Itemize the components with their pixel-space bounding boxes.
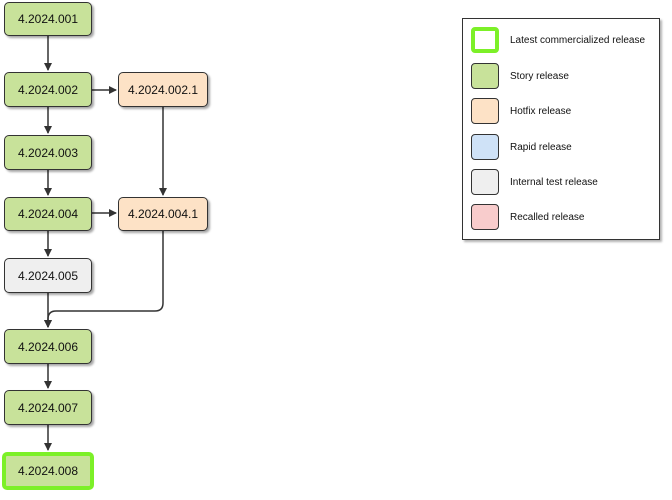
legend-item-internal: Internal test release bbox=[471, 169, 598, 195]
release-node-label: 4.2024.004 bbox=[17, 207, 79, 221]
release-node-4-2024-003[interactable]: 4.2024.003 bbox=[4, 135, 92, 170]
release-node-label: 4.2024.004.1 bbox=[127, 207, 199, 221]
release-node-4-2024-002[interactable]: 4.2024.002 bbox=[4, 72, 92, 107]
release-node-4-2024-006[interactable]: 4.2024.006 bbox=[4, 329, 92, 364]
release-node-label: 4.2024.005 bbox=[17, 268, 79, 283]
legend-swatch-story bbox=[471, 63, 499, 89]
legend: Latest commercialized release Story rele… bbox=[462, 18, 660, 240]
release-node-label: 4.2024.001 bbox=[17, 12, 79, 26]
release-node-4-2024-002-1[interactable]: 4.2024.002.1 bbox=[118, 72, 208, 107]
legend-item-rapid: Rapid release bbox=[471, 134, 572, 160]
release-node-4-2024-004[interactable]: 4.2024.004 bbox=[4, 197, 92, 231]
legend-swatch-hotfix bbox=[471, 98, 499, 124]
legend-item-story: Story release bbox=[471, 63, 569, 89]
release-node-4-2024-001[interactable]: 4.2024.001 bbox=[4, 2, 92, 36]
legend-swatch-rapid bbox=[471, 134, 499, 160]
legend-label: Story release bbox=[510, 70, 569, 82]
edge-0041-006 bbox=[44, 231, 164, 328]
legend-item-recalled: Recalled release bbox=[471, 204, 585, 230]
legend-label: Recalled release bbox=[510, 211, 585, 223]
release-node-4-2024-007[interactable]: 4.2024.007 bbox=[4, 390, 92, 425]
release-node-label: 4.2024.008 bbox=[17, 464, 79, 478]
legend-item-hotfix: Hotfix release bbox=[471, 98, 571, 124]
release-node-label: 4.2024.007 bbox=[17, 400, 79, 415]
legend-swatch-recalled bbox=[471, 204, 499, 230]
legend-label: Hotfix release bbox=[510, 105, 572, 117]
release-node-label: 4.2024.003 bbox=[17, 145, 79, 160]
legend-item-latest: Latest commercialized release bbox=[471, 27, 645, 53]
release-node-label: 4.2024.006 bbox=[17, 339, 79, 354]
release-node-4-2024-008[interactable]: 4.2024.008 bbox=[2, 452, 94, 490]
legend-label: Rapid release bbox=[510, 141, 572, 153]
legend-label: Latest commercialized release bbox=[510, 34, 646, 46]
release-node-4-2024-004-1[interactable]: 4.2024.004.1 bbox=[118, 197, 208, 231]
release-node-label: 4.2024.002 bbox=[17, 82, 79, 97]
legend-label: Internal test release bbox=[510, 176, 598, 188]
release-node-4-2024-005[interactable]: 4.2024.005 bbox=[4, 258, 92, 293]
legend-swatch-internal bbox=[471, 169, 499, 195]
legend-swatch-latest bbox=[471, 27, 499, 53]
release-node-label: 4.2024.002.1 bbox=[127, 82, 199, 97]
